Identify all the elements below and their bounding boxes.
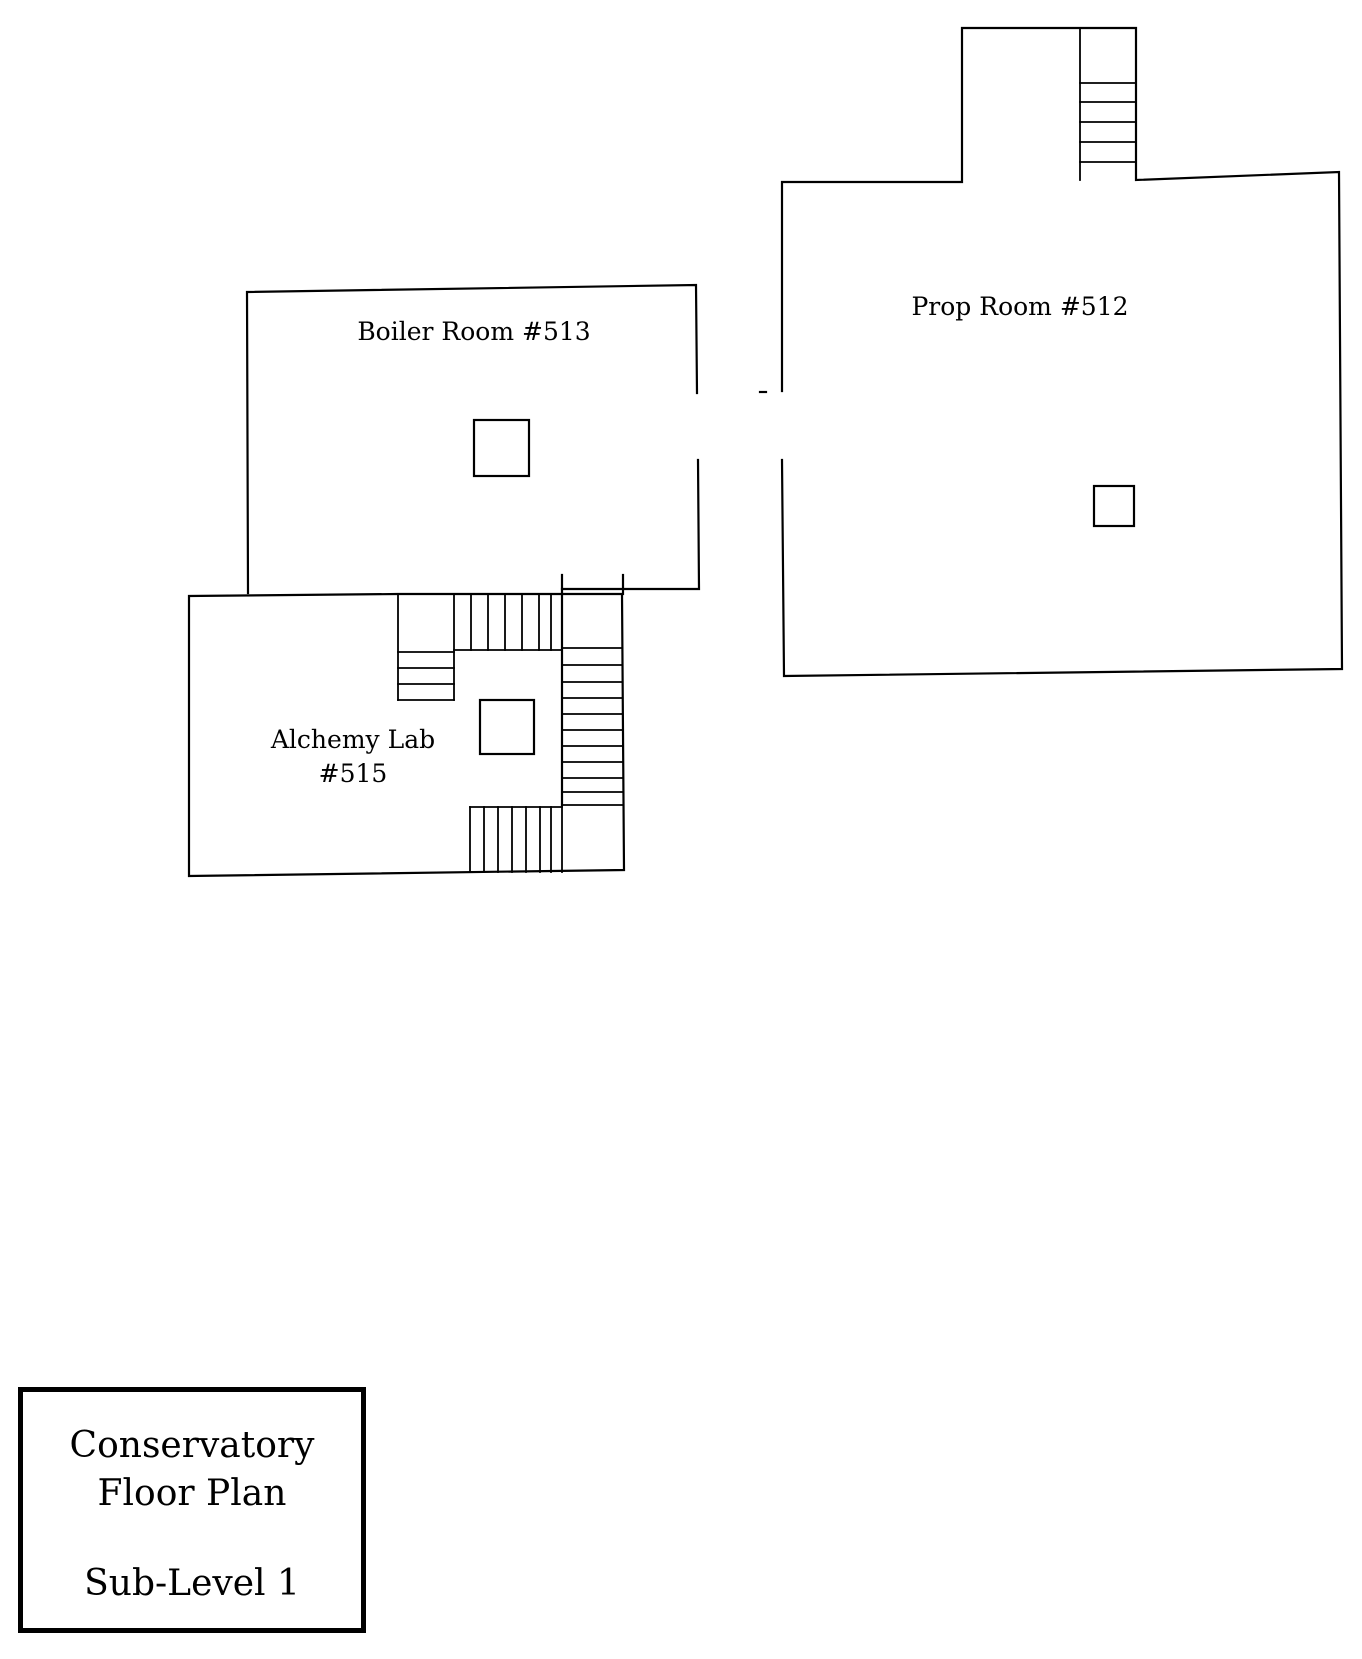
title-line-floor-plan: Floor Plan	[97, 1473, 287, 1514]
prop-room-stairs	[1079, 27, 1137, 181]
alchemy-lab-number: #515	[319, 759, 388, 788]
alchemy-lab-stairs-right	[561, 647, 623, 806]
title-line-conservatory: Conservatory	[69, 1425, 315, 1466]
prop-room-column	[1092, 484, 1136, 528]
title-block: Conservatory Floor Plan Sub-Level 1	[18, 1387, 366, 1633]
title-line-sub-level: Sub-Level 1	[84, 1563, 300, 1604]
prop-room-wall	[780, 26, 1344, 678]
boiler-room-label: Boiler Room #513	[357, 317, 590, 346]
boiler-room-column	[472, 418, 531, 478]
alchemy-lab-stairs-upper	[453, 593, 563, 651]
prop-room-512: Prop Room #512	[758, 26, 1344, 678]
alchemy-lab-stairs-upper-left	[397, 593, 455, 701]
prop-room-label: Prop Room #512	[911, 292, 1128, 321]
boiler-room-wall-lower	[560, 458, 701, 591]
alchemy-lab-label: Alchemy Lab	[270, 725, 435, 754]
alchemy-lab-wall	[187, 592, 626, 878]
alchemy-lab-column	[478, 698, 536, 756]
alchemy-lab-515: Alchemy Lab #515	[187, 573, 626, 878]
boiler-room-wall	[245, 283, 699, 595]
boiler-room-513: Boiler Room #513	[245, 283, 701, 595]
alchemy-lab-stairs-lower	[469, 804, 563, 873]
